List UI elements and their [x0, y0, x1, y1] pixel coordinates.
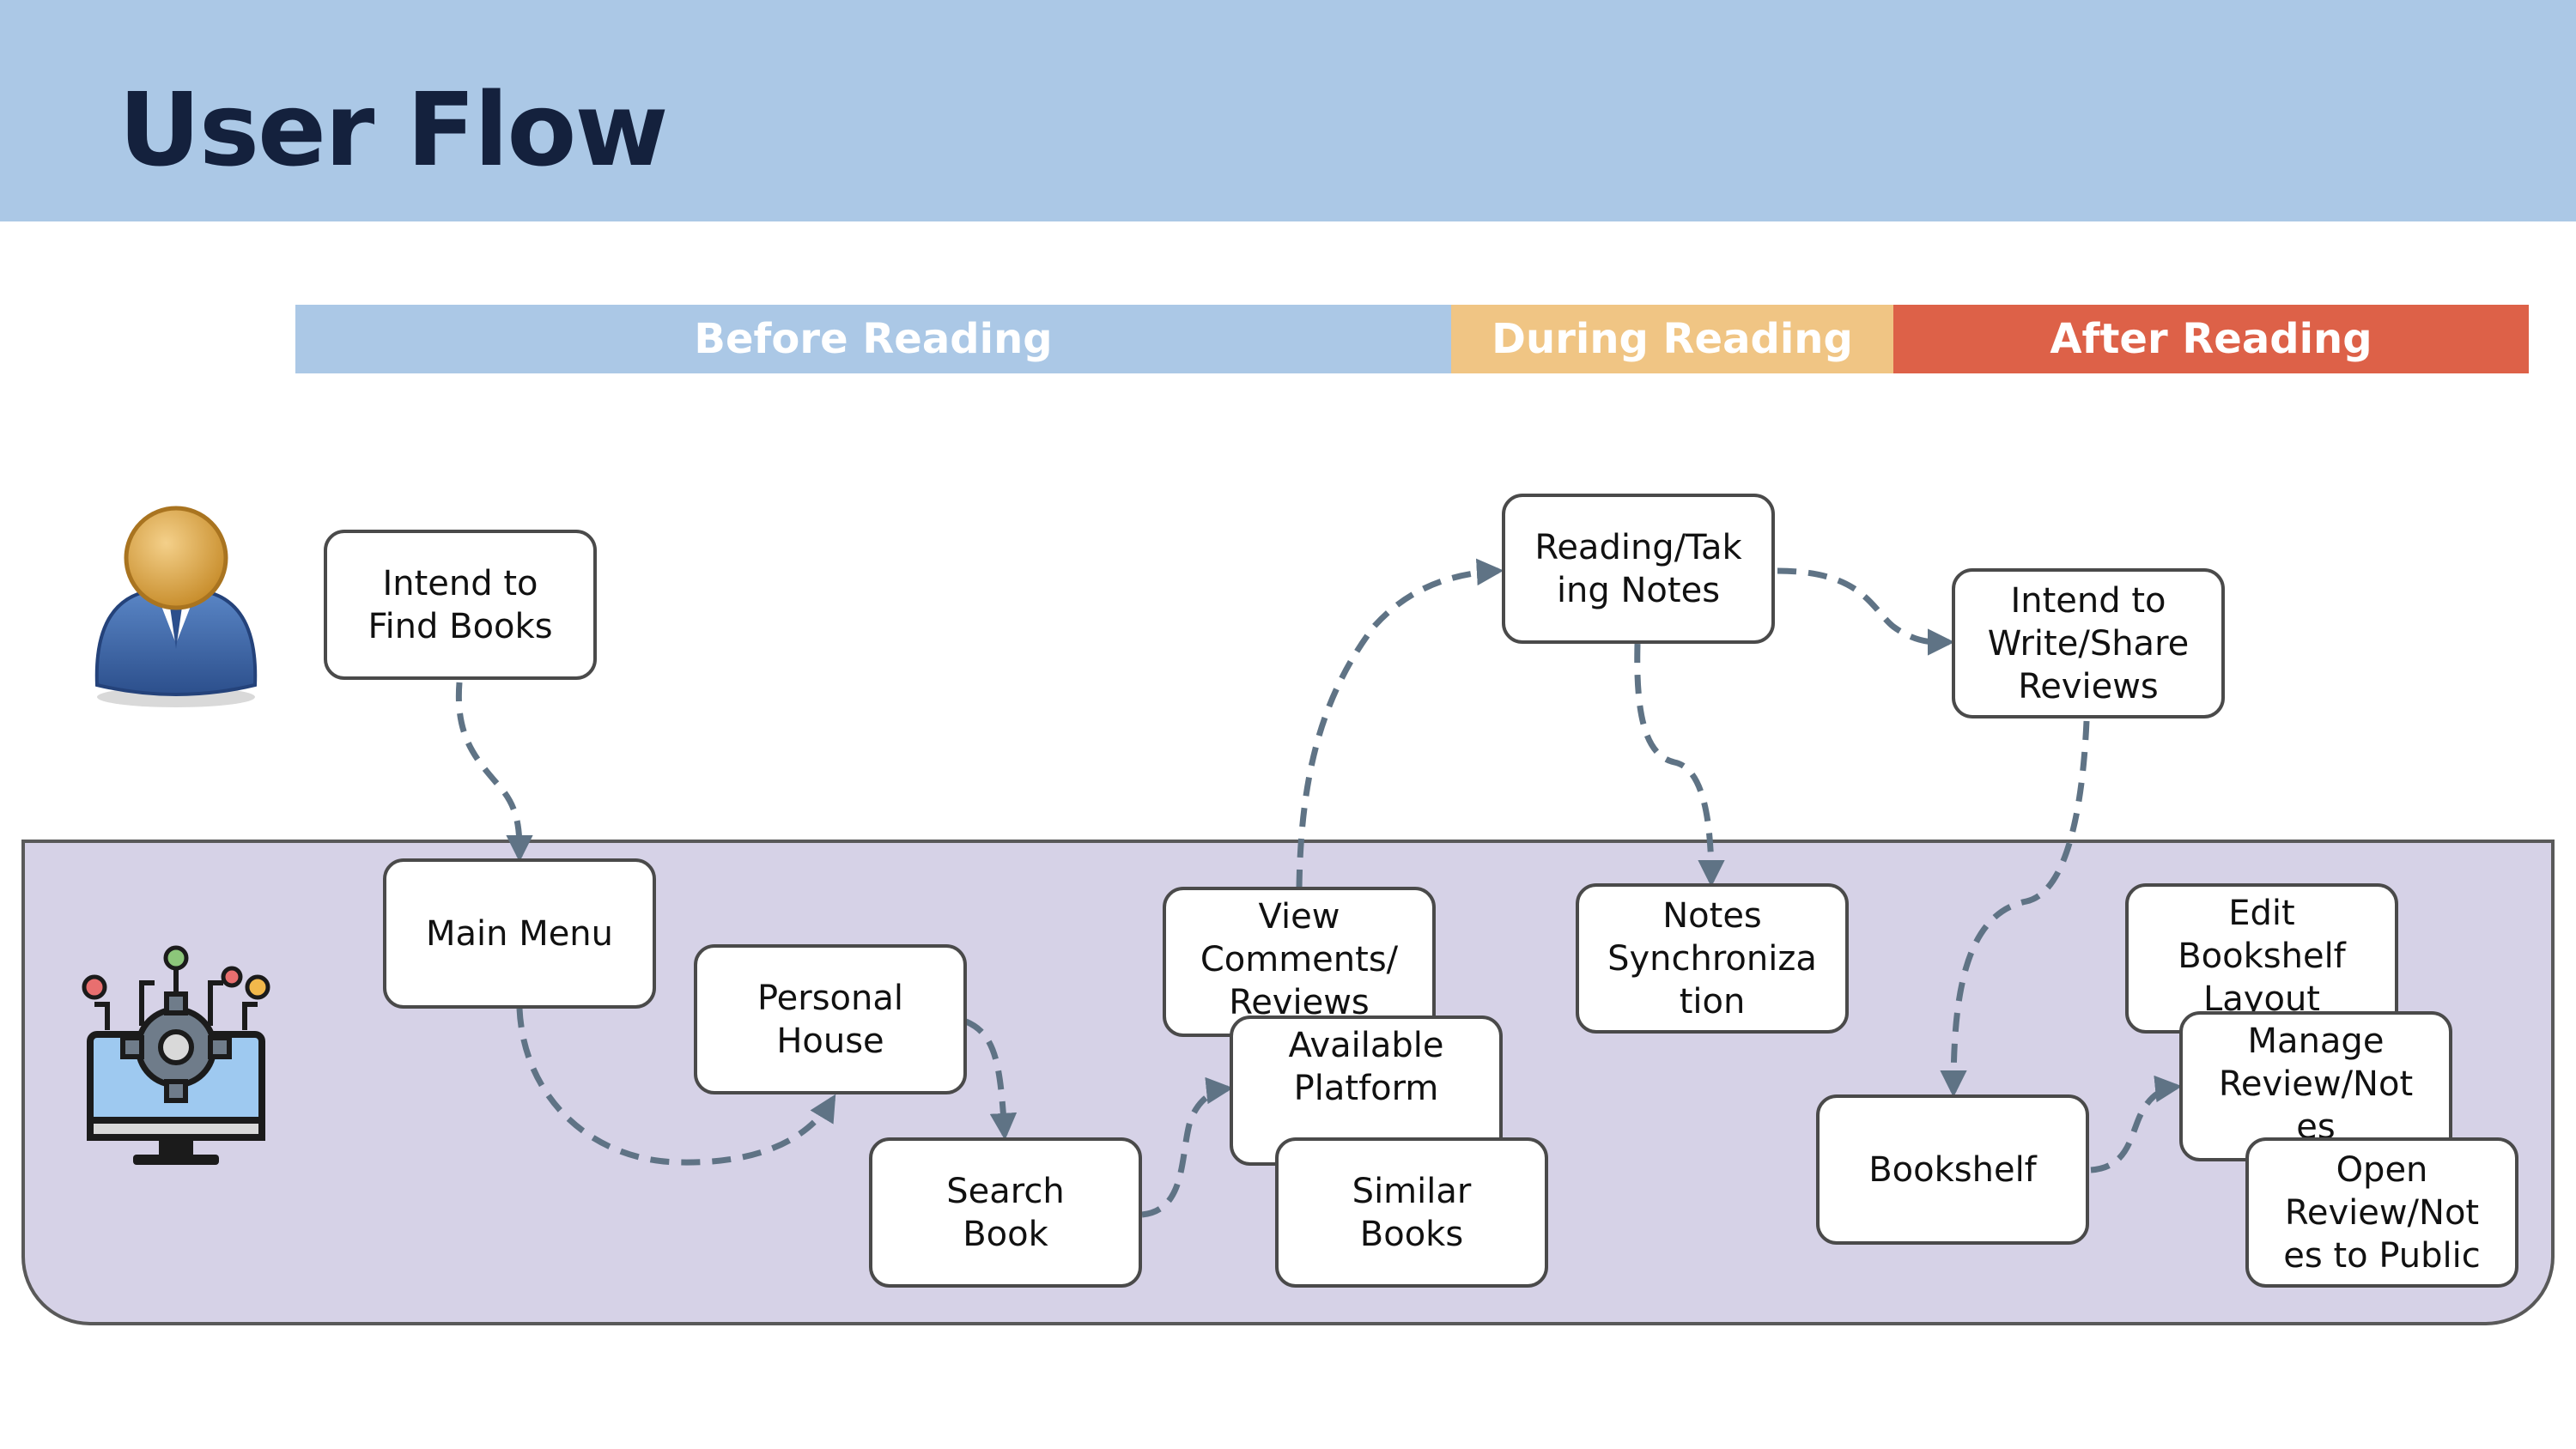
node-notes-synchronization: Notes Synchroniza tion — [1576, 883, 1849, 1034]
edge-intend-write-to-bookshelf — [1940, 720, 2090, 1098]
edge-main-menu-to-personal-house — [516, 1008, 836, 1166]
node-view-comments-reviews: View Comments/ Reviews — [1163, 887, 1436, 1037]
edge-intend-to-main-menu — [455, 682, 533, 863]
node-bookshelf: Bookshelf — [1816, 1094, 2089, 1245]
phase-after-reading: After Reading — [1893, 305, 2529, 373]
node-main-menu: Main Menu — [383, 858, 656, 1009]
edge-reading-to-notes-sync — [1634, 643, 1725, 888]
edge-personal-house-to-search — [964, 1018, 1018, 1141]
node-search-book: Search Book — [869, 1137, 1142, 1288]
edge-reading-to-intend-write — [1777, 567, 1955, 656]
node-personal-house: Personal House — [694, 944, 967, 1094]
node-open-review-notes-to-public: Open Review/Not es to Public — [2245, 1137, 2518, 1288]
edge-search-to-available — [1141, 1076, 1234, 1218]
node-intend-to-write-share-reviews: Intend to Write/Share Reviews — [1952, 568, 2225, 718]
phase-during-reading: During Reading — [1451, 305, 1893, 373]
page-title: User Flow — [118, 70, 668, 189]
edge-bookshelf-to-manage — [2090, 1075, 2183, 1173]
phase-before-reading: Before Reading — [295, 305, 1451, 373]
node-similar-books: Similar Books — [1275, 1137, 1548, 1288]
node-intend-to-find-books: Intend to Find Books — [324, 530, 597, 680]
edge-view-comments-to-reading — [1296, 558, 1504, 889]
header-band — [0, 0, 2576, 221]
computer-gear-icon — [82, 945, 270, 1165]
node-reading-taking-notes: Reading/Tak ing Notes — [1502, 494, 1775, 644]
user-icon — [94, 506, 258, 707]
